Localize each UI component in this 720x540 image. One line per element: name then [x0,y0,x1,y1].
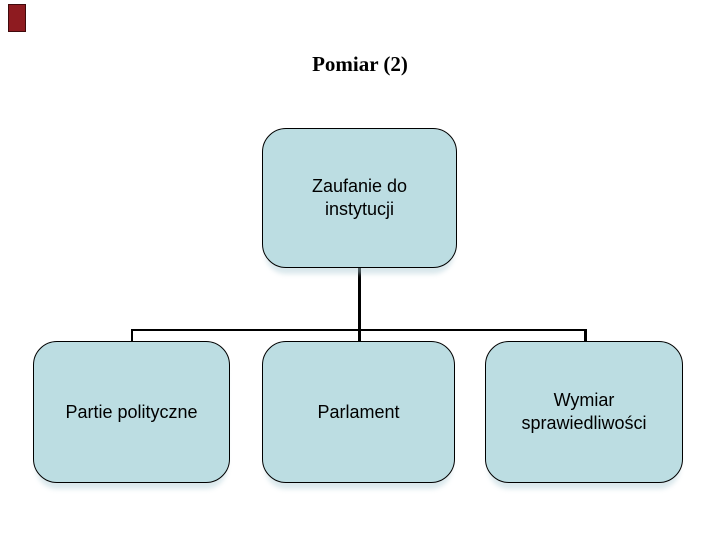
red-corner-marker [8,4,26,32]
connector-stem [358,268,361,330]
diagram-node-root-label: Zaufanie do instytucji [311,176,408,219]
diagram-node-partie-polityczne: Partie polityczne [33,341,230,483]
slide-title: Pomiar (2) [312,52,408,76]
diagram-node-root: Zaufanie do instytucji [262,128,457,268]
diagram-node-label: Parlament [317,401,400,422]
diagram-node-label: Wymiar sprawiedliwości [521,390,647,433]
connector-drop-mid [358,329,361,342]
connector-drop-right [584,329,587,342]
diagram-node-label: Partie polityczne [65,401,198,422]
diagram-node-parlament: Parlament [262,341,455,483]
diagram-node-wymiar-sprawiedliwosci: Wymiar sprawiedliwości [485,341,683,483]
connector-drop-left [131,329,133,342]
